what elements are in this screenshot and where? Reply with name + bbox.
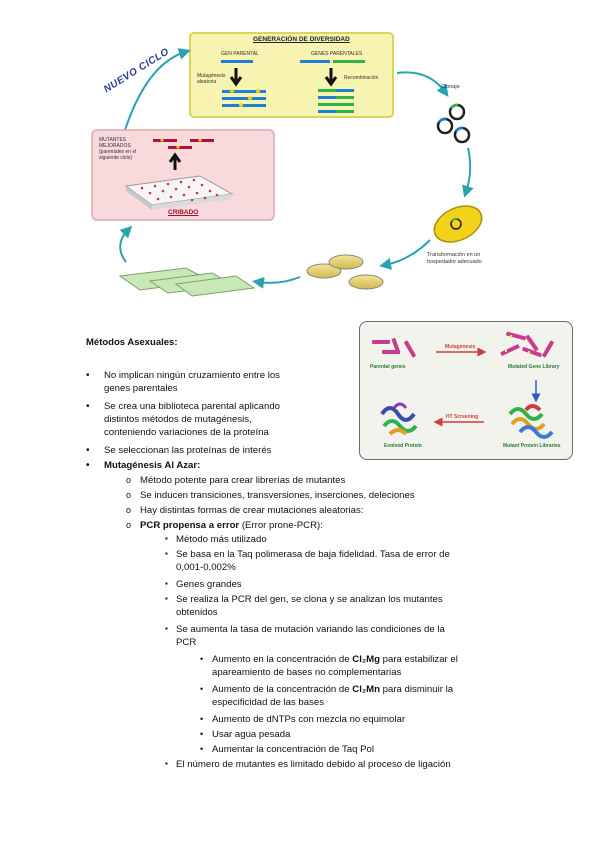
condition-4: • Usar agua pesada: [200, 729, 291, 740]
sub-bullet-2: o Se inducen transiciones, transversione…: [126, 490, 415, 501]
bacterium-icon: [433, 205, 483, 243]
bullet-dot: •: [200, 729, 204, 739]
bullet-dot: •: [200, 744, 204, 754]
screening-label: CRIBADO: [168, 209, 199, 216]
sub-bullet-1: o Método potente para crear librerías de…: [126, 475, 346, 486]
mutant-libraries-label: Mutant Protein Libraries: [503, 443, 561, 449]
inset-diagram: [372, 331, 554, 439]
square-bullet: ▪: [165, 579, 168, 588]
parental-genes-label: Parental genes: [370, 364, 406, 370]
pcr-item-5: ▪ Se aumenta la tasa de mutación variand…: [165, 624, 445, 648]
square-bullet: ▪: [165, 534, 168, 543]
bullet-dot: •: [86, 370, 90, 381]
inset-figure: Parental genes Mutagenesis Mutated Gene …: [359, 321, 573, 460]
gen-parental-label: GEN PARENTAL: [221, 51, 259, 57]
condition-5: • Aumentar la concentración de Taq Pol: [200, 744, 374, 755]
mutants-label: MUTANTES MEJORADOS (parentales en el sig…: [99, 137, 137, 161]
cloning-label: Clonaje: [441, 84, 460, 90]
square-bullet: ▪: [165, 759, 168, 768]
pcr-item-6: ▪ El número de mutantes es limitado debi…: [165, 759, 451, 770]
condition-2: • Aumento de la concentración de Cl₂Mn p…: [200, 684, 454, 708]
bullet-dot: •: [200, 684, 204, 694]
bullet-2: • Se crea una biblioteca parental aplica…: [86, 401, 281, 438]
square-bullet: ▪: [165, 549, 168, 558]
circle-bullet: o: [126, 490, 132, 500]
ht-screening-label: HT Screening: [446, 414, 479, 420]
recombination-label: Recombinación: [344, 75, 379, 81]
pcr-item-4: ▪ Se realiza la PCR del gen, se clona y …: [165, 594, 443, 618]
circle-bullet: o: [126, 505, 132, 515]
sub-bullet-3: o Hay distintas formas de crear mutacion…: [126, 505, 364, 516]
microplate-icon: [118, 267, 256, 297]
bullet-dot: •: [86, 445, 90, 456]
bullet-1: • No implican ningún cruzamiento entre l…: [86, 370, 280, 394]
mutated-library-label: Mutated Gene Library: [508, 364, 560, 370]
evolved-protein-label: Evolved Protein: [384, 443, 422, 449]
mutagenesis-inset-label: Mutagenesis: [445, 344, 476, 350]
bullet-dot: •: [200, 654, 204, 664]
transformation-label: Transformación en un hospedador adecuado: [427, 252, 482, 265]
pcr-item-3: ▪ Genes grandes: [165, 579, 242, 590]
bullet-3: • Se seleccionan las proteínas de interé…: [86, 445, 272, 456]
section-heading: Métodos Asexuales:: [86, 337, 178, 348]
pcr-item-2: ▪ Se basa en la Taq polimerasa de baja f…: [165, 549, 450, 573]
condition-1: • Aumento en la concentración de Cl₂Mg p…: [200, 654, 458, 678]
pcr-item-1: ▪ Método más utilizado: [165, 534, 267, 545]
sub-bullet-4: o PCR propensa a error (Error prone-PCR)…: [126, 520, 323, 531]
bullet-dot: •: [200, 714, 204, 724]
condition-3: • Aumento de dNTPs con mezcla no equimol…: [200, 714, 406, 725]
genes-parentales-label: GENES PARENTALES: [311, 51, 363, 57]
circle-bullet: o: [126, 520, 132, 530]
square-bullet: ▪: [165, 624, 168, 633]
plasmid-icon: [436, 103, 471, 144]
bullet-4: • Mutagénesis Al Azar:: [86, 460, 201, 471]
diversity-title: GENERACIÓN DE DIVERSIDAD: [253, 36, 350, 43]
square-bullet: ▪: [165, 594, 168, 603]
directed-evolution-diagram: [91, 32, 483, 297]
bullet-dot: •: [86, 401, 90, 412]
mutagenesis-label: Mutagénesis aleatoria: [197, 73, 226, 85]
petri-dish-icon: [306, 254, 384, 290]
circle-bullet: o: [126, 475, 132, 485]
bullet-dot: •: [86, 460, 90, 471]
